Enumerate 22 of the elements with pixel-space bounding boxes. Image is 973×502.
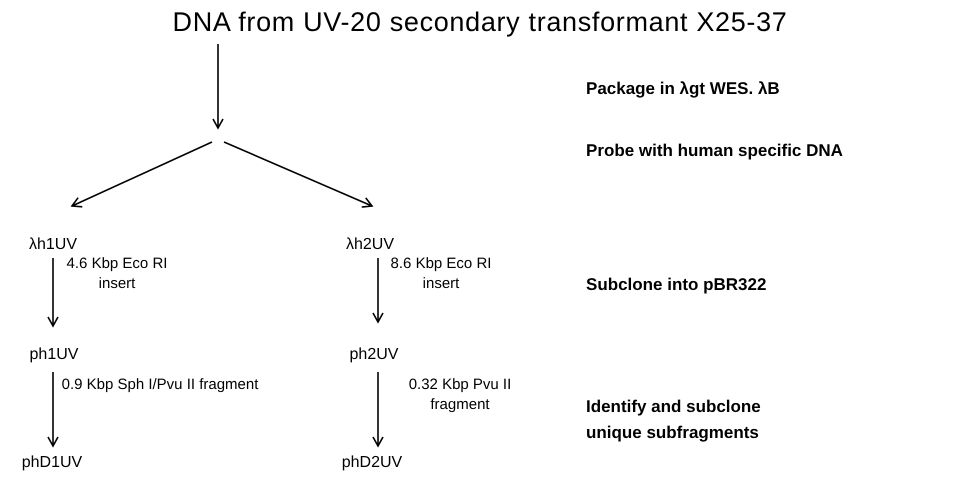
clone-name: ph2UV — [350, 345, 398, 365]
heading-text: DNA from UV-20 secondary transformant X25-37 — [172, 6, 788, 39]
edge-label: 8.6 Kbp Eco RI insert — [390, 254, 492, 294]
step-note: Identify and subclone unique subfragments — [586, 396, 762, 444]
clone-name: λh1UV — [28, 235, 78, 255]
clone-name: phD1UV — [22, 453, 82, 473]
clone-name: phD2UV — [342, 453, 402, 473]
arrow — [372, 372, 384, 447]
step-note: Package in λgt WES. λB — [586, 78, 781, 100]
edge-label: 4.6 Kbp Eco RI insert — [66, 254, 168, 294]
arrow — [212, 44, 224, 129]
arrow — [47, 372, 59, 447]
edge-label: 0.32 Kbp Pvu II fragment — [408, 375, 512, 415]
step-note: Probe with human specific DNA — [586, 140, 844, 162]
clone-name: ph1UV — [30, 345, 78, 365]
arrow — [71, 141, 212, 208]
arrow — [224, 141, 373, 208]
arrow — [372, 258, 384, 323]
arrow — [47, 258, 59, 327]
clone-name: λh2UV — [346, 235, 394, 255]
step-note: Subclone into pBR322 — [586, 274, 768, 296]
edge-label: 0.9 Kbp Sph I/Pvu II fragment — [60, 375, 260, 395]
